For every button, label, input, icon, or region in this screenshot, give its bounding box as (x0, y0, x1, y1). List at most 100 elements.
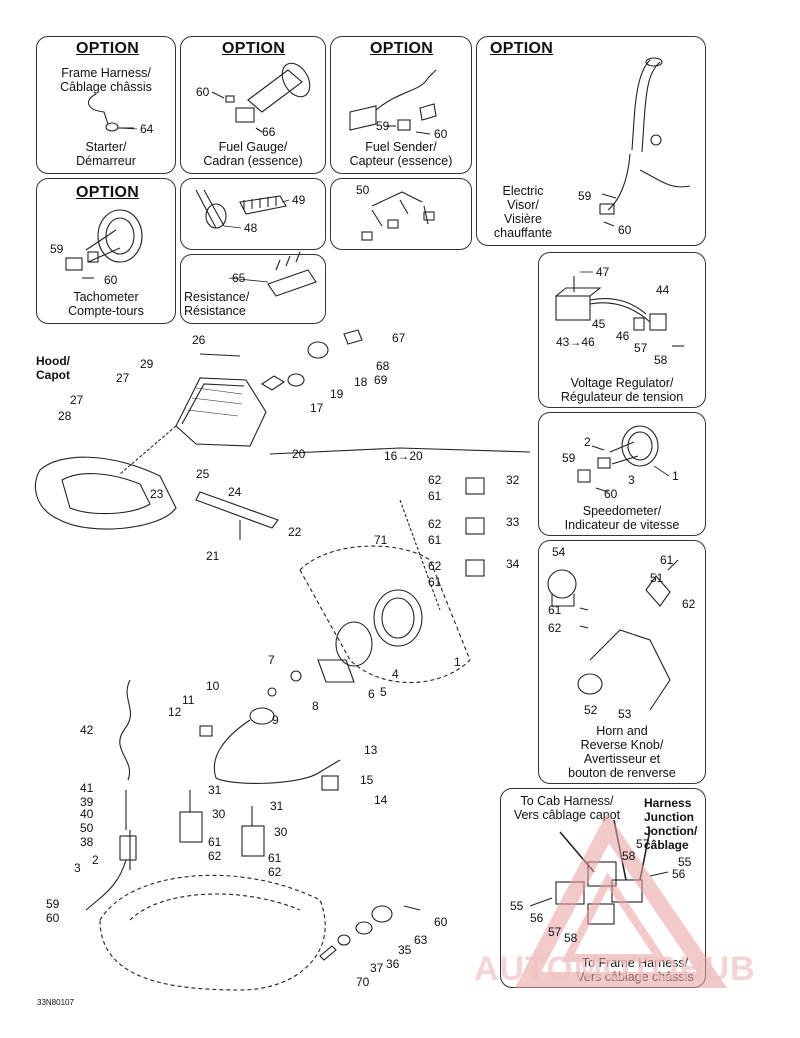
option-title-tachometer: OPTION (76, 184, 140, 201)
main-callout: 40 (80, 807, 94, 821)
panel-resistance (180, 254, 326, 324)
main-callout: 31 (208, 783, 222, 797)
regulator-callout: 44 (656, 283, 670, 297)
panel-starter (36, 36, 176, 174)
main-callout: 22 (288, 525, 302, 539)
ties-leader-line (281, 199, 290, 203)
main-callout: 63 (414, 933, 428, 947)
panel-connectors (330, 178, 472, 250)
caption-voltage-regulator: Voltage Regulator/ Régulateur de tension (560, 376, 684, 404)
regulator-callout: 47 (596, 265, 610, 279)
junction-callout: 58 (564, 931, 578, 945)
main-callout: 34 (506, 557, 520, 571)
main-callout: 1 (454, 655, 461, 669)
junction-callout: 55 (678, 855, 692, 869)
horn-callout: 61 (548, 603, 562, 617)
caption-tachometer: Tachometer Compte-tours (68, 290, 144, 318)
fuel-sender-callout: 59 (376, 119, 390, 133)
horn-callout: 53 (618, 707, 632, 721)
resistance-leader-line (228, 277, 269, 283)
fuel-sender-callout: 60 (434, 127, 448, 141)
starter-leader-line (117, 127, 138, 130)
main-callout: 62 (428, 473, 442, 487)
main-callout: 26 (192, 333, 206, 347)
tachometer-callout: 59 (50, 242, 64, 256)
main-callout: 31 (270, 799, 284, 813)
caption-speedometer: Speedometer/ Indicateur de vitesse (564, 504, 680, 532)
main-callout: 62 (268, 865, 282, 879)
main-callout: 12 (168, 705, 182, 719)
main-callout: 62 (428, 517, 442, 531)
junction-callout: 57 (636, 837, 650, 851)
main-callout: 21 (206, 549, 220, 563)
main-callout: 28 (58, 409, 72, 423)
main-callout: 71 (374, 533, 388, 547)
main-callout: 24 (228, 485, 242, 499)
main-callout: 37 (370, 961, 384, 975)
ties-callout: 49 (292, 193, 306, 207)
horn-callout: 51 (650, 571, 664, 585)
resistance-callout: 65 (232, 271, 246, 285)
main-callout: 39 (80, 795, 94, 809)
speedometer-leader-line (653, 465, 670, 477)
regulator-callout: 43→46 (556, 335, 595, 349)
main-callout: 8 (312, 699, 319, 713)
main-callout: 23 (150, 487, 164, 501)
main-callout: 3 (74, 861, 81, 875)
caption-hood: Hood/ Capot (36, 354, 70, 382)
main-callout: 38 (80, 835, 94, 849)
main-callout: 2 (92, 853, 99, 867)
main-callout: 67 (392, 331, 406, 345)
caption-to-cab-harness: To Cab Harness/ Vers câblage capot (513, 794, 621, 822)
speedometer-callout: 59 (562, 451, 576, 465)
main-callout: 42 (80, 723, 94, 737)
horn-callout: 54 (552, 545, 566, 559)
main-callout: 61 (268, 851, 282, 865)
fuel-gauge-callout: 60 (196, 85, 210, 99)
main-callout: 19 (330, 387, 344, 401)
regulator-callout: 58 (654, 353, 668, 367)
horn-callout: 62 (548, 621, 562, 635)
caption-fuel-gauge: Fuel Gauge/ Cadran (essence) (203, 140, 303, 168)
main-callout: 27 (116, 371, 130, 385)
main-callout: 59 (46, 897, 60, 911)
main-callout: 9 (272, 713, 279, 727)
caption-electric-visor: Electric Visor/ Visière chauffante (493, 184, 553, 240)
caption-frame-harness: Frame Harness/ Câblage châssis (60, 66, 152, 94)
main-callout: 32 (506, 473, 520, 487)
tachometer-callout: 60 (104, 273, 118, 287)
junction-callout: 55 (510, 899, 524, 913)
main-callout: 20 (292, 447, 306, 461)
main-callout: 11 (182, 693, 195, 707)
watermark-triangle (514, 812, 728, 988)
panel-electric-visor (476, 36, 706, 246)
horn-callout: 62 (682, 597, 696, 611)
option-title-starter: OPTION (76, 40, 140, 57)
main-callout: 36 (386, 957, 400, 971)
main-callout: 68 (376, 359, 390, 373)
regulator-callout: 46 (616, 329, 630, 343)
main-callout: 61 (208, 835, 222, 849)
main-callout: 50 (80, 821, 94, 835)
main-callout: 16→20 (384, 449, 423, 463)
visor-callout: 59 (578, 189, 592, 203)
option-title-visor: OPTION (490, 40, 554, 57)
speedometer-callout: 3 (628, 473, 635, 487)
speedometer-callout: 2 (584, 435, 591, 449)
main-callout: 25 (196, 467, 210, 481)
regulator-callout: 45 (592, 317, 606, 331)
main-callout: 61 (428, 575, 442, 589)
caption-harness-junction: Harness Junction Jonction/ câblage (644, 796, 698, 852)
option-title-fuel-gauge: OPTION (222, 40, 286, 57)
main-callout: 61 (428, 489, 442, 503)
caption-starter: Starter/ Démarreur (76, 140, 136, 168)
main-callout: 29 (140, 357, 154, 371)
main-callout: 70 (356, 975, 370, 989)
connectors-callout: 50 (356, 183, 370, 197)
starter-callout: 64 (140, 122, 154, 136)
main-callout: 14 (374, 793, 388, 807)
caption-resistance: Resistance/ Résistance (184, 290, 250, 318)
junction-callout: 56 (530, 911, 544, 925)
ties-callout: 48 (244, 221, 258, 235)
speedometer-callout: 60 (604, 487, 618, 501)
